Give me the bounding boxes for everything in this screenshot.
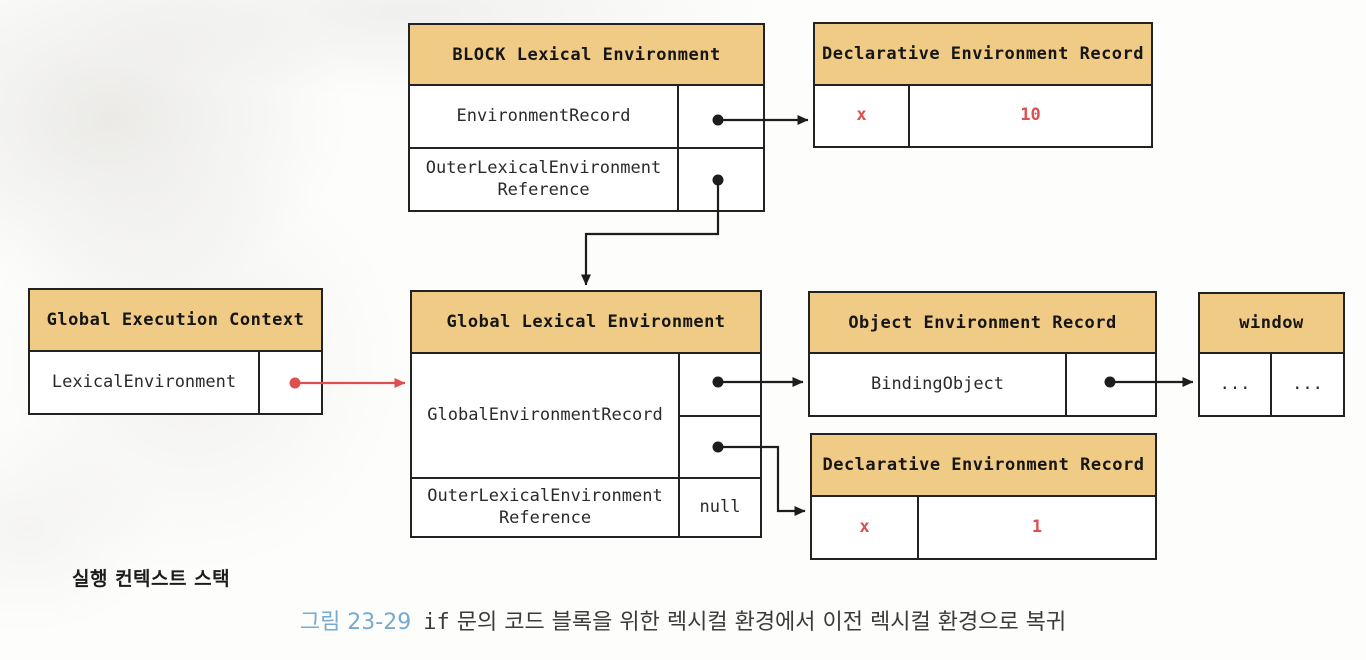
- binding-key: x: [812, 497, 919, 558]
- box-title: Global Execution Context: [30, 290, 321, 352]
- window-box: window ... ...: [1198, 292, 1345, 417]
- box-title: Global Lexical Environment: [412, 292, 760, 354]
- declarative-environment-record-top-box: Declarative Environment Record x 10: [813, 22, 1153, 148]
- outer-reference-value: null: [699, 496, 741, 517]
- box-title: Declarative Environment Record: [812, 435, 1155, 497]
- pointer-cell: [679, 86, 763, 147]
- window-cell: ...: [1200, 354, 1272, 415]
- caption-text: 문의 코드 블록을 위한 렉시컬 환경에서 이전 렉시컬 환경으로 복귀: [456, 610, 1067, 635]
- pointer-cell: [680, 415, 760, 477]
- caption-code: if: [423, 610, 450, 635]
- binding-value: 10: [1020, 105, 1041, 126]
- binding-key: x: [815, 86, 910, 146]
- binding-value: 1: [1031, 516, 1043, 537]
- execution-context-stack-label: 실행 컨텍스트 스택: [72, 568, 231, 590]
- row-label: GlobalEnvironmentRecord: [412, 354, 680, 477]
- pointer-stack-cell: [680, 354, 760, 477]
- figure-number: 그림 23-29: [299, 610, 412, 635]
- figure-caption: 그림 23-29 if 문의 코드 블록을 위한 렉시컬 환경에서 이전 렉시컬 …: [0, 604, 1366, 636]
- box-title: BLOCK Lexical Environment: [410, 25, 763, 86]
- box-title: Object Environment Record: [810, 293, 1155, 354]
- block-lexical-environment-box: BLOCK Lexical Environment EnvironmentRec…: [408, 23, 765, 212]
- pointer-cell: [260, 352, 321, 413]
- global-execution-context-box: Global Execution Context LexicalEnvironm…: [28, 288, 323, 415]
- box-title: Declarative Environment Record: [815, 24, 1151, 86]
- pointer-cell: [679, 149, 763, 210]
- pointer-cell: [1067, 354, 1155, 415]
- object-environment-record-box: Object Environment Record BindingObject: [808, 291, 1157, 417]
- row-label: BindingObject: [810, 354, 1067, 415]
- global-lexical-environment-box: Global Lexical Environment GlobalEnviron…: [410, 290, 762, 538]
- declarative-environment-record-bottom-box: Declarative Environment Record x 1: [810, 433, 1157, 560]
- row-label: LexicalEnvironment: [30, 352, 260, 413]
- row-label: EnvironmentRecord: [410, 86, 679, 147]
- pointer-cell: [680, 354, 760, 415]
- window-cell: ...: [1292, 373, 1323, 394]
- box-title: window: [1200, 294, 1343, 354]
